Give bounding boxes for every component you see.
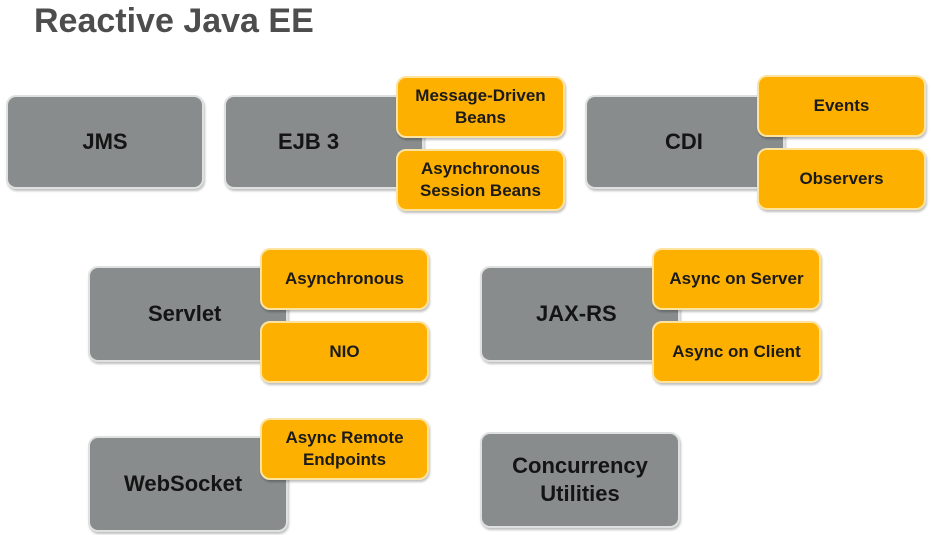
cdi-box: CDI bbox=[585, 95, 785, 189]
servlet-feature-label: Asynchronous bbox=[284, 269, 405, 288]
cdi-label: CDI bbox=[665, 129, 703, 154]
ejb-box: EJB 3 bbox=[224, 95, 424, 189]
servlet-asynchronous-box: Asynchronous bbox=[260, 248, 429, 310]
servlet-label: Servlet bbox=[148, 301, 222, 326]
jaxrs-box: JAX-RS bbox=[480, 266, 680, 362]
ejb-feature-label: Message-Driven Beans bbox=[415, 86, 546, 127]
jaxrs-feature-label: Async on Client bbox=[672, 342, 801, 361]
jaxrs-async-client-box: Async on Client bbox=[652, 321, 821, 383]
jms-box: JMS bbox=[6, 95, 204, 189]
websocket-label: WebSocket bbox=[124, 471, 243, 496]
jms-label: JMS bbox=[82, 129, 128, 154]
jaxrs-async-server-box: Async on Server bbox=[652, 248, 821, 310]
concurrency-utilities-box: Concurrency Utilities bbox=[480, 432, 680, 528]
jaxrs-label: JAX-RS bbox=[536, 301, 617, 326]
ejb-label: EJB 3 bbox=[278, 129, 340, 154]
cdi-events-box: Events bbox=[757, 75, 926, 137]
ejb-async-session-beans-box: Asynchronous Session Beans bbox=[396, 149, 565, 211]
jaxrs-feature-label: Async on Server bbox=[669, 269, 804, 288]
websocket-box: WebSocket bbox=[88, 436, 288, 532]
ejb-message-driven-beans-box: Message-Driven Beans bbox=[396, 76, 565, 138]
websocket-feature-label: Async Remote Endpoints bbox=[285, 428, 404, 469]
servlet-feature-label: NIO bbox=[329, 342, 360, 361]
cdi-feature-label: Observers bbox=[799, 169, 884, 188]
page-title: Reactive Java EE bbox=[34, 2, 314, 40]
servlet-nio-box: NIO bbox=[260, 321, 429, 383]
websocket-async-remote-endpoints-box: Async Remote Endpoints bbox=[260, 418, 429, 480]
ejb-feature-label: Asynchronous Session Beans bbox=[420, 159, 541, 200]
cdi-observers-box: Observers bbox=[757, 148, 926, 210]
cdi-feature-label: Events bbox=[813, 96, 870, 115]
concurrency-label: Concurrency Utilities bbox=[512, 453, 648, 506]
servlet-box: Servlet bbox=[88, 266, 288, 362]
